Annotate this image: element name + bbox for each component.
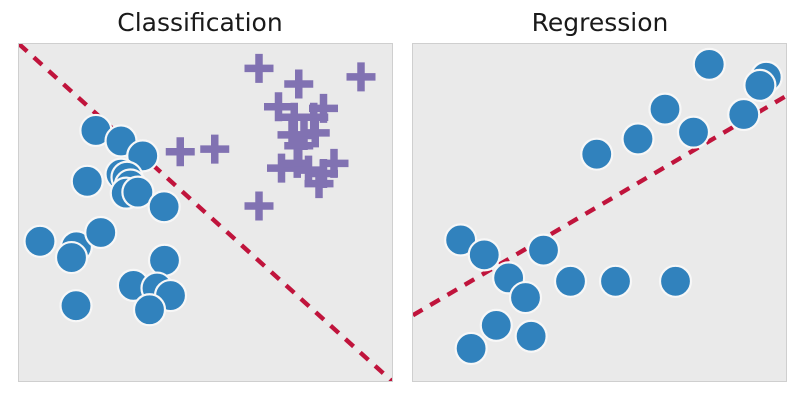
scatter-point-circle — [658, 264, 693, 298]
scatter-point-plus — [244, 191, 274, 221]
scatter-point-circle — [580, 137, 614, 171]
regression-title: Regression — [531, 8, 669, 37]
classification-title: Classification — [117, 8, 283, 37]
scatter-point-circle — [147, 243, 182, 277]
scatter-point-circle — [676, 115, 711, 149]
scatter-point-plus — [284, 69, 314, 99]
class-0-markers — [23, 113, 188, 327]
scatter-point-circle — [132, 293, 167, 327]
scatter-point-circle — [54, 240, 89, 275]
scatter-point-circle — [526, 233, 561, 267]
scatter-point-circle — [508, 280, 543, 315]
regression-fit-line — [413, 93, 786, 318]
scatter-point-plus — [309, 93, 338, 123]
scatter-point-plus — [165, 137, 195, 167]
scatter-point-circle — [598, 264, 633, 298]
scatter-point-circle — [444, 223, 478, 257]
class-1-markers — [165, 53, 376, 221]
classification-plot-area — [19, 44, 392, 381]
scatter-point-circle — [621, 122, 655, 156]
scatter-point-circle — [147, 190, 181, 224]
scatter-point-circle — [479, 308, 513, 342]
scatter-point-plus — [267, 153, 296, 183]
scatter-point-plus — [346, 62, 376, 92]
scatter-point-circle — [648, 92, 682, 126]
scatter-point-plus — [200, 134, 230, 164]
scatter-point-circle — [467, 238, 501, 272]
scatter-point-circle — [70, 164, 104, 198]
scatter-point-circle — [454, 331, 488, 366]
classification-axes — [18, 43, 393, 382]
scatter-point-circle — [514, 319, 548, 353]
scatter-point-plus — [264, 92, 293, 122]
scatter-point-circle — [692, 47, 726, 81]
scatter-point-plus — [304, 169, 334, 199]
scatter-point-circle — [553, 264, 588, 298]
scatter-point-circle — [23, 224, 57, 258]
scatter-point-circle — [727, 97, 761, 132]
scatter-point-plus — [300, 118, 330, 148]
scatter-point-circle — [743, 68, 777, 102]
regression-markers — [444, 47, 783, 366]
panel-regression: Regression — [400, 0, 800, 400]
classification-decision-boundary-group — [19, 44, 392, 381]
scatter-point-circle — [59, 289, 93, 323]
scatter-point-circle — [121, 175, 155, 209]
scatter-point-plus — [319, 148, 349, 178]
regression-plot-area — [413, 47, 786, 366]
scatter-point-plus — [244, 53, 274, 83]
regression-axes — [412, 43, 787, 382]
panel-classification: Classification — [18, 8, 393, 382]
decision-boundary-line — [19, 44, 392, 381]
regression-line-group — [413, 93, 786, 318]
scatter-point-circle — [84, 215, 118, 250]
